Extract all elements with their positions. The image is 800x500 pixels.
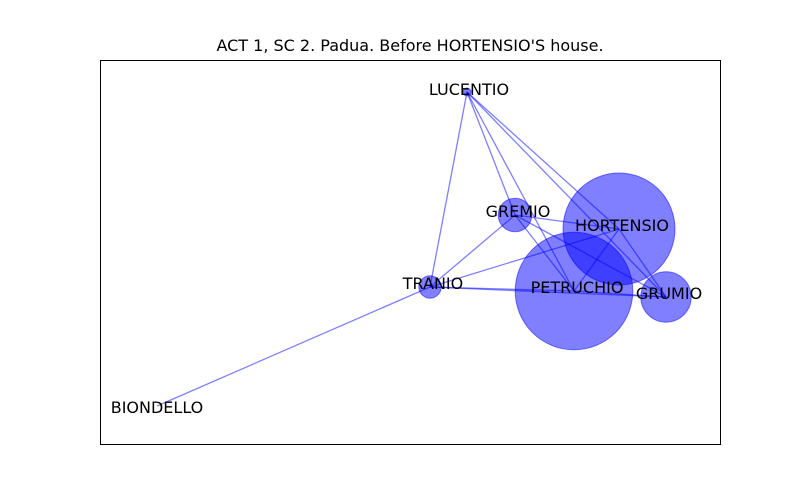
node-lucentio: [462, 87, 472, 97]
figure-title: ACT 1, SC 2. Padua. Before HORTENSIO'S h…: [216, 36, 603, 55]
node-label-hortensio: HORTENSIO: [575, 216, 669, 235]
node-label-petruchio: PETRUCHIO: [531, 278, 624, 297]
plot-frame: [100, 60, 721, 445]
node-label-gremio: GREMIO: [486, 202, 551, 221]
node-label-biondello: BIONDELLO: [111, 398, 204, 417]
edge-lucentio-gremio: [466, 91, 516, 216]
node-petruchio: [514, 231, 634, 351]
edge-gremio-tranio: [429, 214, 516, 288]
node-gremio: [497, 197, 533, 233]
labels-layer: LUCENTIO GREMIO HORTENSIO TRANIO PETRUCHIO GR…: [111, 80, 702, 417]
node-label-tranio: TRANIO: [402, 274, 463, 293]
node-grumio: [640, 271, 692, 323]
node-label-grumio: GRUMIO: [636, 284, 702, 303]
node-tranio: [418, 275, 442, 299]
edge-tranio-biondello: [156, 286, 431, 407]
edge-lucentio-tranio: [429, 91, 468, 288]
node-label-lucentio: LUCENTIO: [429, 80, 509, 99]
nodes-layer: [418, 87, 692, 351]
